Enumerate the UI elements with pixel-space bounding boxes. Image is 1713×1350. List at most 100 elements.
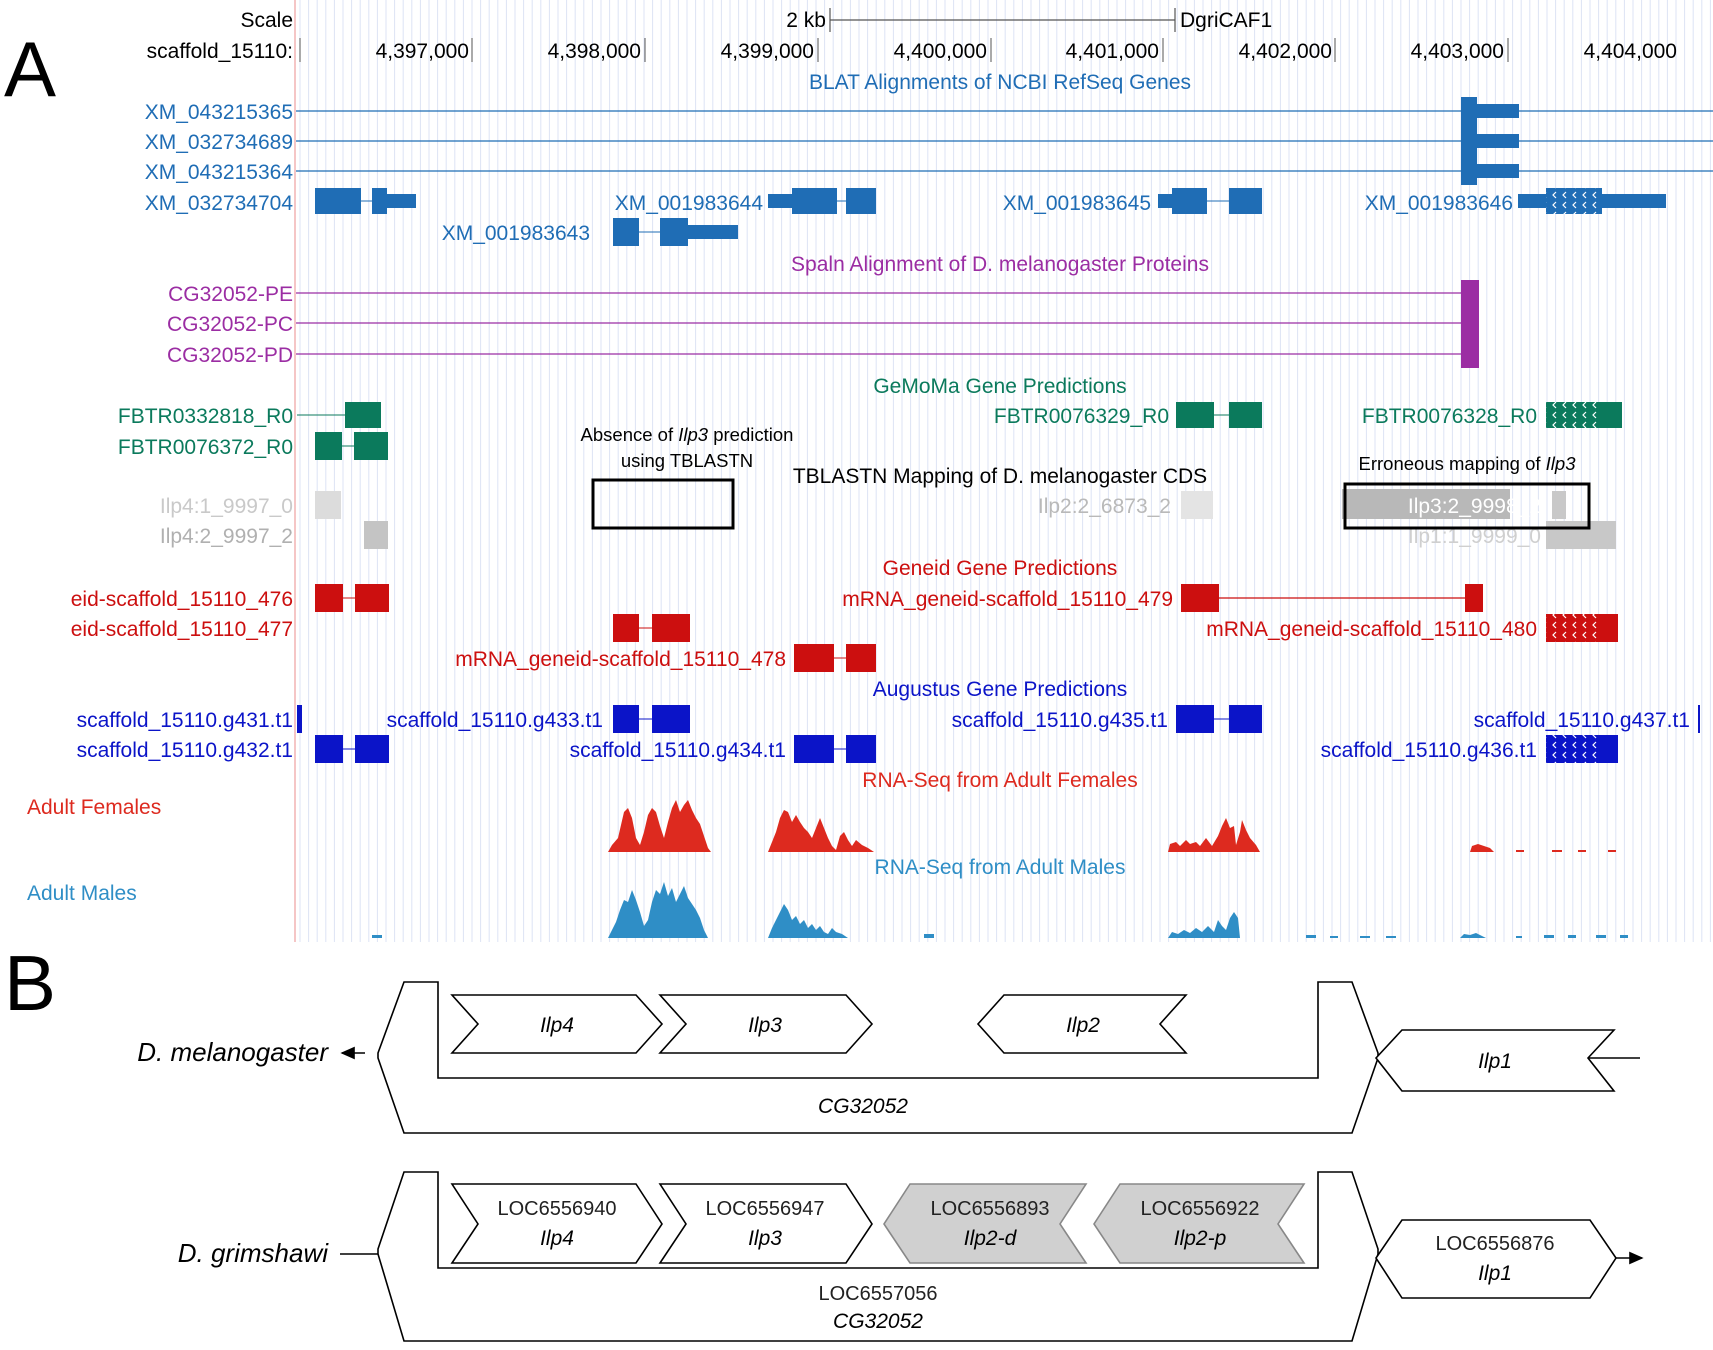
rna-male-label: Adult Males — [27, 882, 137, 905]
tblastn-label[interactable]: Ilp2:2_6873_2 — [1038, 495, 1171, 518]
host-gene-label: CG32052 — [818, 1095, 908, 1118]
gene-ilp2p-gri — [1093, 1183, 1306, 1264]
tick-label: 4,399,000 — [721, 40, 814, 63]
track-title-refseq: BLAT Alignments of NCBI RefSeq Genes — [809, 71, 1191, 94]
species-grimshawi: D. grimshawi — [178, 1238, 329, 1268]
gene-loc: LOC6556893 — [931, 1198, 1050, 1220]
gene-ilp2d-gri — [883, 1183, 1088, 1264]
geneid-features — [315, 584, 1618, 672]
tick-label: 4,404,000 — [1584, 40, 1677, 63]
augustus-label[interactable]: scaffold_15110.g437.t1 — [1474, 709, 1690, 732]
assembly-label: DgriCAF1 — [1180, 9, 1272, 32]
gene-loc: LOC6556876 — [1436, 1233, 1555, 1255]
refseq-label[interactable]: XM_043215365 — [145, 101, 293, 124]
tblastn-label[interactable]: Ilp4:2_9997_2 — [160, 525, 293, 548]
track-title-gemoma: GeMoMa Gene Predictions — [873, 375, 1126, 398]
species-melanogaster: D. melanogaster — [137, 1037, 329, 1067]
refseq-label[interactable]: XM_001983646 — [1365, 192, 1513, 215]
scale-bar-label: 2 kb — [786, 9, 826, 32]
track-title-tblastn: TBLASTN Mapping of D. melanogaster CDS — [793, 465, 1207, 488]
track-title-augustus: Augustus Gene Predictions — [873, 678, 1127, 701]
gene-label: Ilp1 — [1478, 1050, 1512, 1073]
absence-annotation-line2: using TBLASTN — [621, 450, 753, 471]
rna-male-coverage — [372, 882, 1628, 938]
tblastn-label[interactable]: Ilp4:1_9997_0 — [160, 495, 293, 518]
tick-label: 4,397,000 — [376, 40, 469, 63]
gene-label: Ilp3 — [748, 1014, 782, 1037]
refseq-label[interactable]: XM_043215364 — [145, 161, 294, 184]
augustus-label[interactable]: scaffold_15110.g436.t1 — [1321, 739, 1537, 762]
gene-loc: LOC6556922 — [1141, 1198, 1260, 1220]
rna-female-label: Adult Females — [27, 796, 161, 819]
host-gene-cg32052-gri — [377, 1171, 1379, 1342]
track-title-spaln: Spaln Alignment of D. melanogaster Prote… — [791, 253, 1209, 276]
gene-label: Ilp1 — [1478, 1262, 1512, 1285]
gene-label: Ilp3 — [748, 1227, 782, 1250]
refseq-label[interactable]: XM_001983645 — [1003, 192, 1151, 215]
track-title-rna-female: RNA-Seq from Adult Females — [862, 769, 1137, 792]
position-label: scaffold_15110: — [147, 40, 293, 63]
tblastn-features — [315, 489, 1616, 549]
track-title-geneid: Geneid Gene Predictions — [883, 557, 1118, 580]
gene-label: Ilp2-p — [1174, 1227, 1227, 1250]
erroneous-box — [1343, 482, 1591, 530]
refseq-label[interactable]: XM_001983644 — [615, 192, 764, 215]
gemoma-label[interactable]: FBTR0076372_R0 — [118, 436, 293, 459]
augustus-label[interactable]: scaffold_15110.g431.t1 — [77, 709, 293, 732]
geneid-label[interactable]: mRNA_geneid-scaffold_15110_479 — [842, 588, 1173, 611]
augustus-label[interactable]: scaffold_15110.g433.t1 — [387, 709, 603, 732]
gemoma-label[interactable]: FBTR0076329_R0 — [994, 405, 1169, 428]
refseq-label[interactable]: XM_001983643 — [442, 222, 590, 245]
tick-label: 4,401,000 — [1066, 40, 1159, 63]
gene-label: Ilp4 — [540, 1227, 574, 1250]
geneid-label[interactable]: mRNA_geneid-scaffold_15110_478 — [455, 648, 786, 671]
refseq-label[interactable]: XM_032734689 — [145, 131, 293, 154]
panel-label-b: B — [4, 939, 56, 1027]
scale-label: Scale — [240, 9, 293, 32]
gene-ilp4-mel — [450, 994, 664, 1054]
absence-annotation-line1: Absence of Ilp3 prediction — [581, 424, 794, 445]
host-gene-label: CG32052 — [833, 1310, 923, 1333]
track-title-rna-male: RNA-Seq from Adult Males — [875, 856, 1126, 879]
tick-label: 4,400,000 — [894, 40, 987, 63]
gene-ilp2-mel — [976, 994, 1188, 1054]
tblastn-label[interactable]: Ilp3:2_9998_2 — [1408, 495, 1541, 518]
tick-label: 4,403,000 — [1411, 40, 1504, 63]
augustus-label[interactable]: scaffold_15110.g432.t1 — [77, 739, 293, 762]
augustus-label[interactable]: scaffold_15110.g435.t1 — [952, 709, 1168, 732]
gene-ilp1-gri — [1375, 1219, 1617, 1299]
gene-label: Ilp2 — [1066, 1014, 1100, 1037]
host-gene-cg32052-mel — [377, 981, 1379, 1134]
gene-ilp3-mel — [658, 994, 874, 1054]
spaln-features — [296, 280, 1479, 368]
absence-box — [591, 478, 735, 530]
gene-ilp3-gri — [658, 1183, 873, 1264]
spaln-label[interactable]: CG32052-PD — [167, 344, 293, 367]
spaln-label[interactable]: CG32052-PE — [168, 283, 293, 306]
gemoma-label[interactable]: FBTR0076328_R0 — [1362, 405, 1537, 428]
gene-label: Ilp4 — [540, 1014, 574, 1037]
tick-label: 4,402,000 — [1239, 40, 1332, 63]
host-gene-loc: LOC6557056 — [819, 1283, 938, 1305]
ruler-ticks — [299, 38, 1509, 62]
gene-label: Ilp2-d — [964, 1227, 1018, 1250]
tick-label: 4,398,000 — [548, 40, 641, 63]
erroneous-annotation: Erroneous mapping of Ilp3 — [1359, 453, 1577, 474]
panel-label-a: A — [4, 25, 56, 113]
refseq-features — [296, 97, 1713, 246]
tblastn-label[interactable]: Ilp1:1_9999_0 — [1408, 525, 1541, 548]
geneid-label[interactable]: eid-scaffold_15110_477 — [71, 618, 293, 641]
gemoma-features — [297, 402, 1622, 460]
geneid-label[interactable]: mRNA_geneid-scaffold_15110_480 — [1206, 618, 1537, 641]
scale-bar — [829, 8, 1176, 32]
augustus-label[interactable]: scaffold_15110.g434.t1 — [570, 739, 786, 762]
refseq-label[interactable]: XM_032734704 — [145, 192, 294, 215]
geneid-label[interactable]: eid-scaffold_15110_476 — [71, 588, 293, 611]
augustus-features — [297, 705, 1700, 763]
gene-loc: LOC6556940 — [498, 1198, 617, 1220]
gene-ilp4-gri — [450, 1183, 663, 1264]
spaln-label[interactable]: CG32052-PC — [167, 313, 293, 336]
gemoma-label[interactable]: FBTR0332818_R0 — [118, 405, 293, 428]
gene-loc: LOC6556947 — [706, 1198, 825, 1220]
